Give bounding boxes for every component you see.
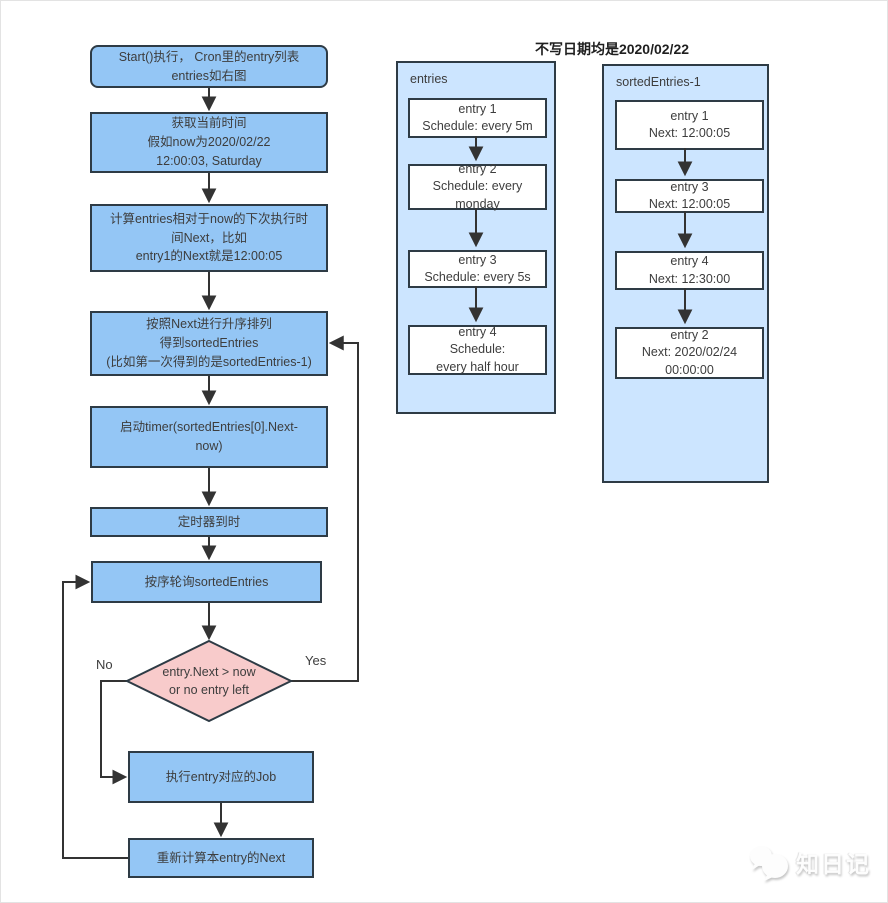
entries-panel: entries entry 1 Schedule: every 5m entry… [396,61,556,414]
text-line: Schedule: every 5s [424,270,531,284]
edge-label-yes: Yes [305,653,327,668]
text-line: entry 2 [458,161,497,176]
diagram-title: 不写日期均是2020/02/22 [534,41,690,57]
text-line: Next: 12:00:05 [648,126,731,140]
text-line: entry1的Next就是12:00:05 [135,249,283,264]
flow-step-calc-next: 计算entries相对于now的下次执行时 间Next，比如 entry1的Ne… [90,204,328,272]
text-line: 定时器到时 [177,514,241,529]
flow-step-recalc: 重新计算本entry的Next [128,838,314,878]
text-line: entry 1 [458,101,497,116]
text-line: entries如右图 [171,68,247,83]
entries-item-2: entry 2 Schedule: every monday [408,161,547,211]
sorted-item-1: entry 1 Next: 12:00:05 [615,100,764,150]
text-line: Next: 12:00:05 [648,197,731,211]
text-line: 启动timer(sortedEntries[0].Next- [120,420,298,435]
text-line: entry 2 [670,327,709,342]
text-line: Start()执行， Cron里的entry列表 [118,49,300,64]
text-line: 00:00:00 [665,362,714,377]
sorted-entries-panel-header: sortedEntries-1 [616,75,701,89]
flow-step-timer-fired: 定时器到时 [90,507,328,537]
text-line: 获取当前时间 [171,116,247,131]
flow-step-sort: 按照Next进行升序排列 得到sortedEntries (比如第一次得到的是s… [90,311,328,376]
flow-step-get-time: 获取当前时间 假如now为2020/02/22 12:00:03, Saturd… [90,112,328,173]
flow-step-poll: 按序轮询sortedEntries [91,561,322,603]
text-line: 执行entry对应的Job [165,769,277,784]
wechat-bubbles-icon [750,846,788,881]
text-line: or no entry left [169,683,249,698]
text-line: entry 4 [670,254,709,268]
entries-panel-header: entries [410,72,448,86]
text-line: entry.Next > now [162,665,256,679]
watermark-text: 知日记 [796,851,871,877]
text-line: Schedule: every 5m [422,119,533,133]
entries-item-4: entry 4 Schedule: every half hour [408,325,547,375]
text-line: 得到sortedEntries [159,336,259,351]
text-line: entry 4 [458,324,497,339]
text-line: now) [195,439,223,453]
watermark: 知日记 [747,842,871,882]
sorted-item-3: entry 4 Next: 12:30:00 [615,251,764,290]
text-line: 假如now为2020/02/22 [147,135,271,150]
edge-label-no: No [96,657,113,672]
text-line: Next: 2020/02/24 [641,345,738,360]
flow-step-run-job: 执行entry对应的Job [128,751,314,803]
sorted-item-4: entry 2 Next: 2020/02/24 00:00:00 [615,327,764,379]
text-line: entry 3 [670,179,709,194]
text-line: 间Next，比如 [171,230,247,245]
entries-item-3: entry 3 Schedule: every 5s [408,250,547,288]
text-line: 按序轮询sortedEntries [144,574,269,589]
flow-step-start: Start()执行， Cron里的entry列表 entries如右图 [90,45,328,88]
text-line: 计算entries相对于now的下次执行时 [110,211,308,226]
sorted-entries-panel: sortedEntries-1 entry 1 Next: 12:00:05 e… [602,64,769,483]
text-line: (比如第一次得到的是sortedEntries-1) [106,354,312,369]
text-line: entry 3 [458,252,497,267]
text-line: every half hour [436,359,519,374]
text-line: Next: 12:30:00 [648,271,731,286]
text-line: 重新计算本entry的Next [156,850,286,865]
text-line: monday [455,196,500,211]
text-line: entry 1 [670,108,709,123]
flow-step-start-timer: 启动timer(sortedEntries[0].Next- now) [90,406,328,468]
text-line: Schedule: every [432,179,523,194]
decision-text: entry.Next > now or no entry left [137,663,281,699]
text-line: 按照Next进行升序排列 [146,317,272,332]
text-line: Schedule: [449,342,506,357]
text-line: 12:00:03, Saturday [156,153,262,168]
entries-item-1: entry 1 Schedule: every 5m [408,98,547,138]
sorted-item-2: entry 3 Next: 12:00:05 [615,179,764,213]
